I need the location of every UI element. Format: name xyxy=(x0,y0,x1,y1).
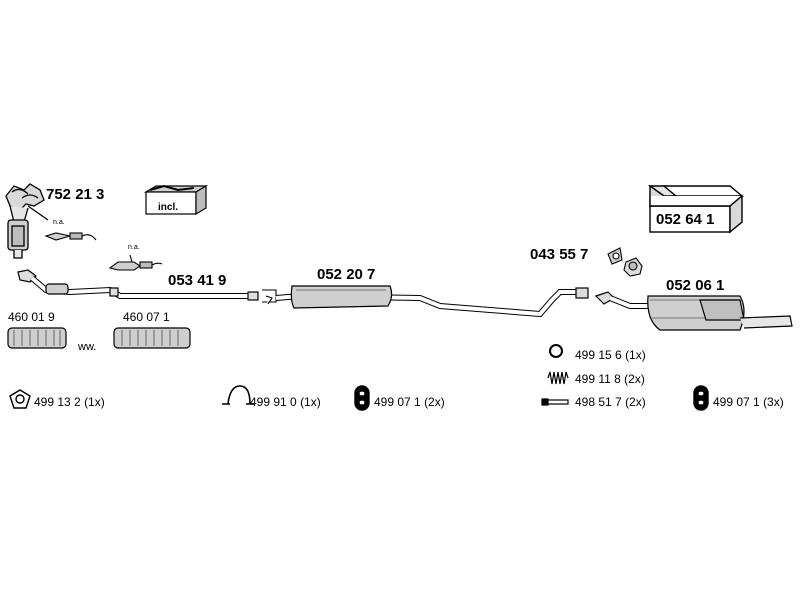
flex-pipe-part xyxy=(7,327,67,349)
accessory-item: 499 15 6 (1x) xyxy=(575,348,646,362)
kit-box-part xyxy=(647,184,744,234)
clamp-icon xyxy=(222,385,254,405)
part-number-center-silencer: 052 20 7 xyxy=(317,266,376,283)
center-silencer-part xyxy=(275,285,589,318)
rubber-hanger-icon xyxy=(354,385,370,411)
lambda-sensor-part xyxy=(108,254,163,271)
spring-icon xyxy=(547,371,569,385)
na-label: n.a. xyxy=(53,219,65,226)
pipe-clamp-part xyxy=(262,289,277,305)
accessory-item: 499 11 8 (2x) xyxy=(575,372,645,386)
rear-silencer-part xyxy=(594,291,793,331)
rubber-hanger-icon xyxy=(693,385,709,411)
part-number-front-pipe: 053 41 9 xyxy=(168,272,227,289)
flex-pipe-part xyxy=(113,327,191,349)
ring-icon xyxy=(549,344,563,358)
bolt-icon xyxy=(541,398,569,406)
flex-pipe-number: 460 01 9 xyxy=(8,310,55,324)
front-pipe-part xyxy=(17,269,259,301)
na-label: n.a. xyxy=(128,244,140,251)
accessory-item: 499 07 1 (2x) xyxy=(374,395,445,409)
accessory-item: 499 13 2 (1x) xyxy=(34,395,105,409)
part-number-manifold: 752 21 3 xyxy=(46,186,105,203)
ww-label: ww. xyxy=(78,341,97,353)
flex-pipe-number: 460 07 1 xyxy=(123,310,170,324)
part-number-kit-box: 052 64 1 xyxy=(656,211,715,228)
accessory-item: 498 51 7 (2x) xyxy=(575,395,646,409)
gasket-icon xyxy=(9,389,31,409)
bracket-bolt-part xyxy=(607,247,643,277)
lambda-sensor-part xyxy=(44,232,97,241)
accessory-item: 499 07 1 (3x) xyxy=(713,395,784,409)
included-kit-box xyxy=(143,184,209,216)
part-number-rear-silencer: 052 06 1 xyxy=(666,277,725,294)
accessory-item: 499 91 0 (1x) xyxy=(250,395,321,409)
incl-label: incl. xyxy=(158,202,179,213)
manifold-catalyst-part xyxy=(5,183,49,259)
part-number-bracket-bolt: 043 55 7 xyxy=(530,246,589,263)
